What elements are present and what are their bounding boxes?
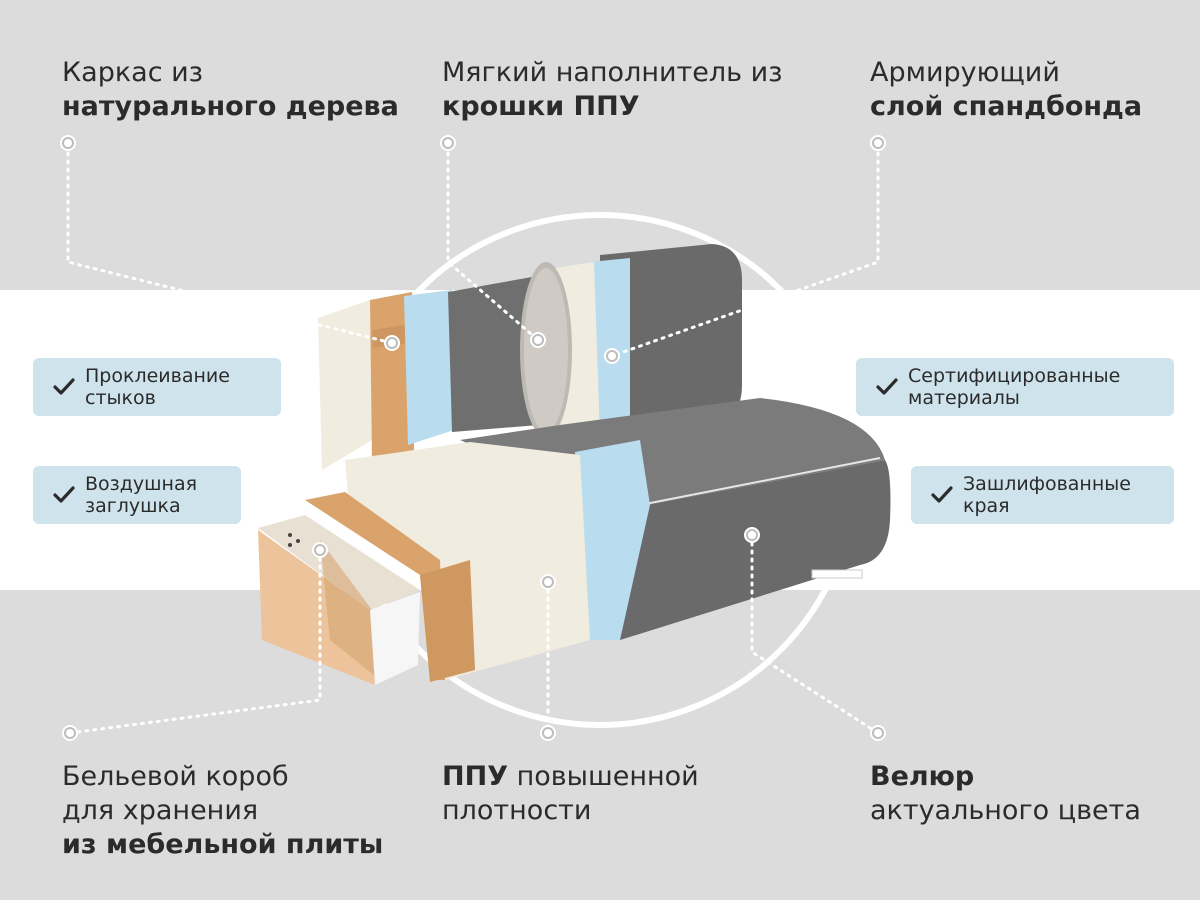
- check-icon: [53, 486, 75, 503]
- label-reinforcing-layer-line2: слой спандбонда: [870, 91, 1143, 122]
- check-icon: [876, 378, 898, 395]
- dot-marker-icon: [60, 135, 76, 151]
- dot-marker-icon: [744, 527, 760, 543]
- label-velour-line1: Велюр: [870, 761, 975, 792]
- label-soft-filler: Мягкий наполнитель из крошки ППУ: [442, 56, 783, 124]
- dot-marker-icon: [540, 574, 556, 590]
- label-wooden-frame: Каркас из натурального дерева: [62, 56, 399, 124]
- label-soft-filler-line1: Мягкий наполнитель из: [442, 57, 783, 88]
- label-reinforcing-layer-line1: Армирующий: [870, 57, 1060, 88]
- badge-air-plug: Воздушная заглушка: [33, 466, 241, 524]
- badge-air-plug-line1: Воздушная: [85, 473, 198, 495]
- label-foam-rest: повышенной: [508, 761, 699, 792]
- badge-certified-materials: Сертифицированные материалы: [856, 358, 1174, 416]
- label-storage-box: Бельевой короб для хранения из мебельной…: [62, 760, 383, 862]
- background-top-band: [0, 0, 1200, 290]
- check-icon: [53, 378, 75, 395]
- label-velour-line2: актуального цвета: [870, 795, 1141, 826]
- dot-marker-icon: [604, 348, 620, 364]
- dot-marker-icon: [870, 135, 886, 151]
- label-high-density-foam: ППУ повышенной плотности: [442, 760, 699, 828]
- callout-lines: [66, 143, 880, 735]
- sofa-leg: [811, 569, 863, 579]
- dot-marker-icon: [62, 725, 78, 741]
- label-wooden-frame-line2: натурального дерева: [62, 91, 399, 122]
- badge-joint-gluing: Проклеивание стыков: [33, 358, 281, 416]
- dot-marker-icon: [384, 335, 400, 351]
- dot-marker-icon: [530, 332, 546, 348]
- dot-marker-icon: [540, 725, 556, 741]
- badge-sanded-edges: Зашлифованные края: [911, 466, 1174, 524]
- badge-joint-gluing-line2: стыков: [85, 387, 156, 409]
- callout-markers: [60, 135, 886, 741]
- dot-marker-icon: [312, 542, 328, 558]
- label-storage-box-line3: из мебельной плиты: [62, 829, 384, 860]
- label-high-density-foam-line1: ППУ повышенной: [442, 760, 699, 794]
- badge-sanded-edges-line2: края: [963, 495, 1010, 517]
- badge-air-plug-line2: заглушка: [85, 495, 181, 517]
- label-storage-box-line1: Бельевой короб: [62, 761, 289, 792]
- badge-certified-materials-line1: Сертифицированные: [908, 365, 1121, 387]
- badge-joint-gluing-line1: Проклеивание: [85, 365, 230, 387]
- label-high-density-foam-line2: плотности: [442, 795, 592, 826]
- label-wooden-frame-line1: Каркас из: [62, 57, 204, 88]
- label-velour: Велюр актуального цвета: [870, 760, 1141, 828]
- dot-marker-icon: [440, 135, 456, 151]
- label-reinforcing-layer: Армирующий слой спандбонда: [870, 56, 1142, 124]
- badge-certified-materials-line2: материалы: [908, 387, 1020, 409]
- label-soft-filler-line2: крошки ППУ: [442, 91, 640, 122]
- check-icon: [931, 486, 953, 503]
- sofa-seat: [305, 398, 891, 682]
- dot-marker-icon: [870, 725, 886, 741]
- label-storage-box-line2: для хранения: [62, 795, 259, 826]
- background-bottom-band: [0, 590, 1200, 900]
- storage-drawer: [258, 515, 420, 685]
- label-foam-bold: ППУ: [442, 761, 509, 792]
- badge-sanded-edges-line1: Зашлифованные: [963, 473, 1131, 495]
